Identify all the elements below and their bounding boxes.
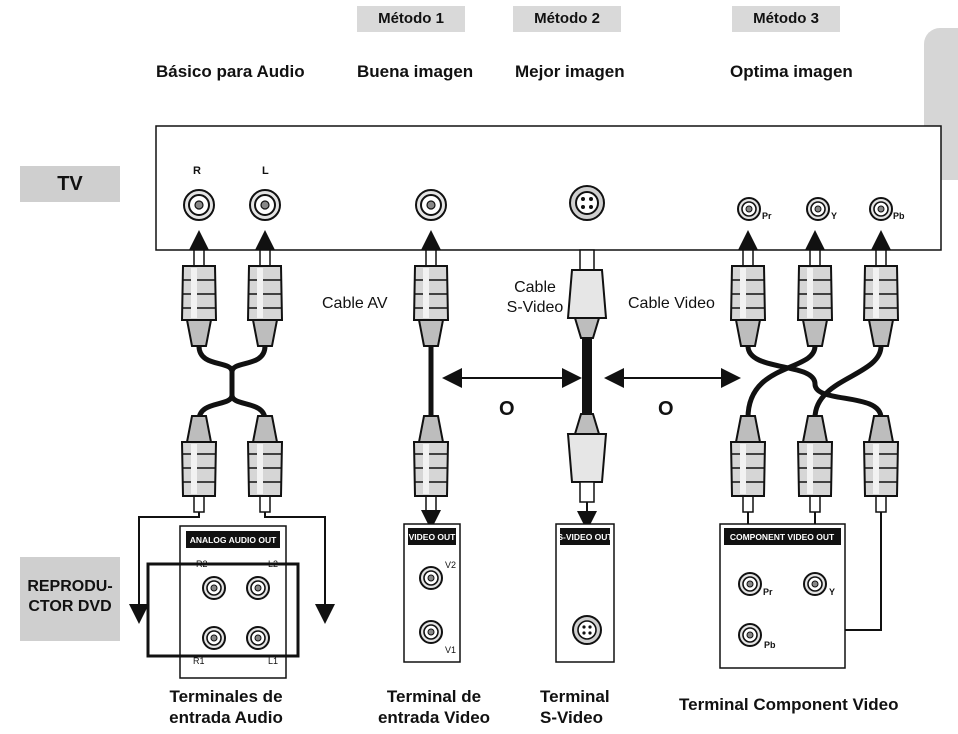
video-out-panel: [403, 523, 461, 663]
svideo-cable: [566, 249, 608, 531]
video-v2-label: V2: [445, 560, 456, 570]
svideo-cable-label-line1: Cable: [514, 279, 556, 296]
tv-pr-jack: [737, 197, 761, 221]
audio-panel-title: ANALOG AUDIO OUT: [190, 535, 277, 545]
dvd-label-line1: REPRODU-: [27, 578, 113, 595]
av-cable-label: Cable AV: [322, 295, 388, 312]
tv-r-jack: [183, 189, 215, 221]
basic-audio-heading: Básico para Audio: [156, 62, 305, 81]
svideo-cable-label-line2: S-Video: [506, 299, 564, 316]
svideo-caption-line2: S-Video: [540, 708, 603, 727]
component-caption: Terminal Component Video: [679, 695, 899, 714]
component-y-label: Y: [829, 587, 835, 597]
tv-y-label: Y: [831, 211, 837, 221]
audio-r2-label: R2: [196, 559, 208, 569]
component-out-panel: [719, 523, 846, 669]
tv-pb-jack: [869, 197, 893, 221]
audio-caption: Terminales de entrada Audio: [145, 686, 307, 728]
tv-pr-label: Pr: [762, 211, 772, 221]
method-2-tab: Método 2: [513, 6, 621, 32]
component-panel-title: COMPONENT VIDEO OUT: [730, 532, 835, 542]
tv-svideo-jack: [569, 185, 605, 221]
tv-pb-label: Pb: [893, 211, 905, 221]
or-label-1: O: [499, 398, 515, 420]
audio-l1-label: L1: [268, 656, 278, 666]
dvd-label: REPRODU- CTOR DVD: [20, 557, 120, 641]
video-panel-title: VIDEO OUT: [409, 532, 457, 542]
method-1-heading: Buena imagen: [357, 62, 474, 81]
audio-caption-line2: entrada Audio: [169, 708, 283, 727]
tv-video-jack: [415, 189, 447, 221]
tv-l-jack: [249, 189, 281, 221]
svideo-cable-label: Cable S-Video: [504, 278, 566, 318]
method-3-tab: Método 3: [732, 6, 840, 32]
component-pr-label: Pr: [763, 587, 773, 597]
video-caption-line1: Terminal de: [386, 687, 482, 706]
svideo-panel-title: S-VIDEO OUT: [557, 532, 613, 542]
tv-label: TV: [20, 166, 120, 202]
component-pb-label: Pb: [764, 640, 776, 650]
video-caption-line2: entrada Video: [377, 708, 491, 727]
method-1-tab: Método 1: [357, 6, 465, 32]
tv-l-label: L: [262, 165, 269, 177]
dvd-label-line2: CTOR DVD: [28, 598, 112, 615]
tv-rear-panel: [155, 125, 942, 251]
audio-l2-label: L2: [268, 559, 278, 569]
svideo-out-panel: [555, 523, 615, 663]
or-label-2: O: [658, 398, 674, 420]
video-v1-label: V1: [445, 645, 456, 655]
method-3-heading: Optima imagen: [730, 62, 853, 81]
analog-audio-panel: [146, 525, 300, 679]
audio-r1-label: R1: [193, 656, 205, 666]
tv-r-label: R: [193, 165, 201, 177]
method-2-heading: Mejor imagen: [515, 62, 625, 81]
audio-caption-line1: Terminales de: [169, 687, 283, 706]
video-caption: Terminal de entrada Video: [364, 686, 504, 728]
video-cable-label: Cable Video: [628, 295, 715, 312]
tv-y-jack: [806, 197, 830, 221]
svideo-caption: Terminal S-Video: [540, 686, 636, 728]
svideo-caption-line1: Terminal: [540, 687, 610, 706]
